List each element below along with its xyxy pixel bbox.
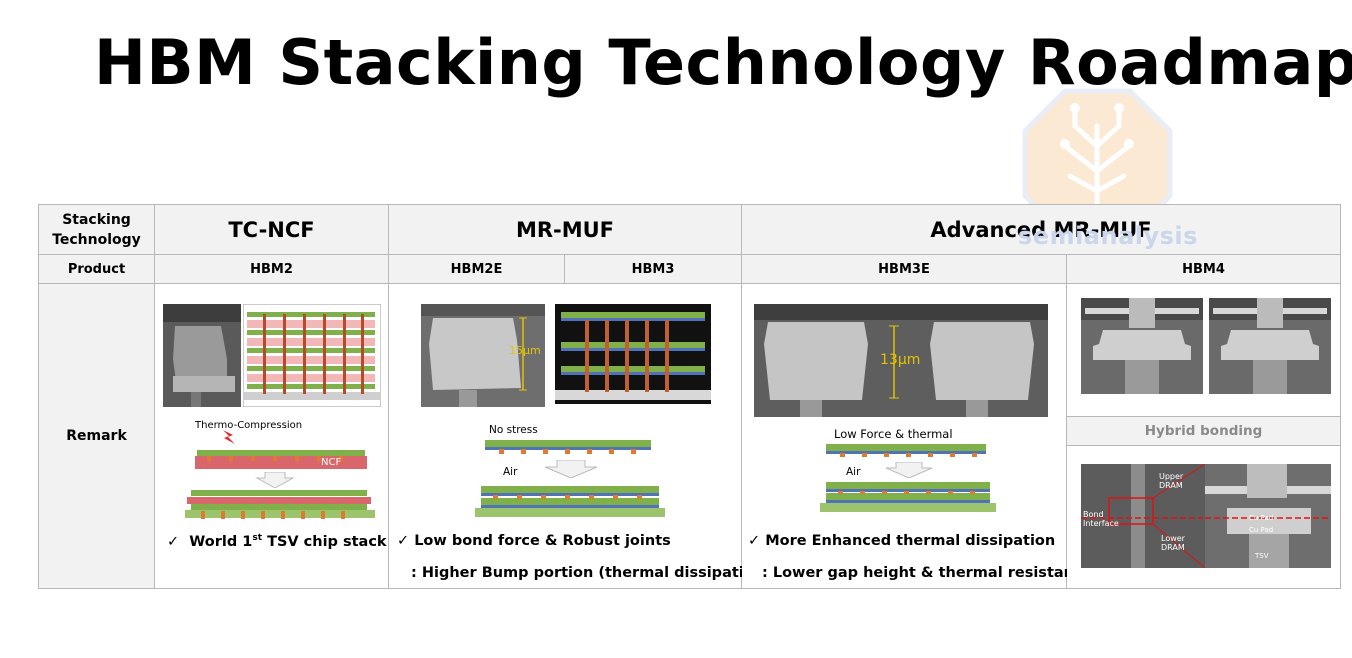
remark-label: Remark [38,283,155,589]
tech-header-tc-ncf: TC-NCF [154,204,389,255]
remark-mr-muf: 15μm No stress Air [388,283,783,589]
hbm4-sem-image-1 [1081,298,1203,394]
product-hbm3e: HBM3E [741,254,1067,284]
ncf-diagram-bottom [185,490,375,519]
adv-note-1: ✓ More Enhanced thermal dissipation [748,533,1056,549]
adv-diagram-bottom [820,482,996,512]
lower-dram-label: Lower DRAM [1161,534,1185,552]
adv-diagram-top [826,444,986,457]
mr-muf-note-2: : Higher Bump portion (thermal dissipati… [411,565,783,581]
tc-ncf-note: ✓ World 1st TSV chip stack [167,533,387,550]
down-arrow-icon [885,462,933,478]
ncf-label: NCF [321,457,342,468]
dim-13um-label: 13μm [880,352,921,368]
remark-tc-ncf: Thermo-Compression NCF [154,283,389,589]
product-hbm3: HBM3 [564,254,742,284]
mr-muf-diagram-bottom [475,486,665,517]
remark-hbm4: Hybrid bonding Upper DRAM Lower DRAM [1066,283,1341,589]
roadmap-table: Stacking Technology TC-NCF MR-MUF Advanc… [38,204,1341,589]
no-stress-label: No stress [489,424,538,436]
thermo-compression-label: Thermo-Compression [195,420,303,431]
product-label: Product [38,254,155,284]
tech-header-mr-muf: MR-MUF [388,204,742,255]
bond-interface-label: Bond Interface [1083,510,1119,528]
cu-pad-label-1: Cu Pad [1249,514,1274,522]
tech-header-advanced-mr-muf: Advanced MR-MUF [741,204,1341,255]
watermark-text: semianalysis [1018,222,1198,250]
mr-muf-stack-image [555,304,711,404]
hbm4-sem-image-2 [1209,298,1331,394]
stacking-technology-label: Stacking Technology [38,204,155,255]
hybrid-bonding-label: Hybrid bonding [1067,416,1340,446]
product-hbm2e: HBM2E [388,254,565,284]
down-arrow-icon [544,460,598,478]
ncf-diagram-top [195,450,367,469]
air-label: Air [503,466,518,478]
tc-ncf-stack-image [243,304,381,407]
dim-15um-label: 15μm [509,344,541,357]
product-hbm4: HBM4 [1066,254,1341,284]
remark-advanced-mr-muf: 13μm Low Force & thermal Air ✓ More Enha… [741,283,1105,589]
page-title: HBM Stacking Technology Roadmap [94,26,1352,99]
air-label-2: Air [846,466,861,478]
down-arrow-icon [255,472,295,488]
advanced-mr-muf-sem-image [754,304,1048,417]
lightning-icon [223,430,235,444]
low-force-label: Low Force & thermal [834,427,953,441]
cu-pad-label-2: Cu Pad [1249,526,1274,534]
tsv-label: TSV [1255,552,1269,560]
upper-dram-label: Upper DRAM [1159,472,1184,490]
product-hbm2: HBM2 [154,254,389,284]
hybrid-bonding-sem-image [1081,464,1331,568]
adv-note-2: : Lower gap height & thermal resistance↓ [762,565,1105,581]
mr-muf-diagram-top [485,440,651,454]
tc-ncf-sem-image [163,304,241,407]
mr-muf-note-1: ✓ Low bond force & Robust joints [397,533,671,549]
mr-muf-sem-image [421,304,545,407]
